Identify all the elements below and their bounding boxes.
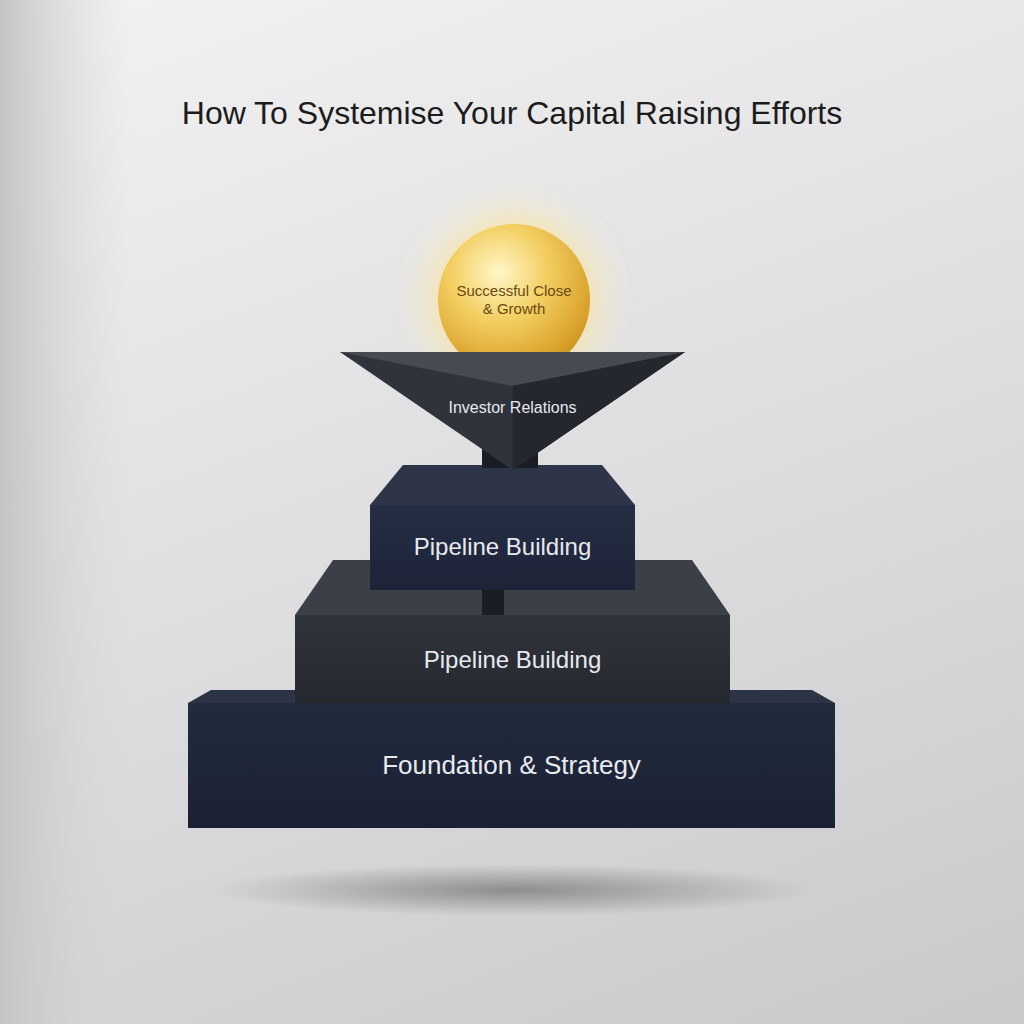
node-label: Pipeline Building [414, 533, 591, 562]
node-label: Investor Relations [448, 398, 576, 417]
inverted-pyramid: Investor Relations [340, 340, 685, 470]
floor-shadow [212, 864, 812, 916]
stage-block: Pipeline Building [370, 505, 635, 590]
pyramid-body [340, 352, 685, 470]
block-top-face [370, 465, 635, 505]
wall-shade [0, 0, 130, 1024]
diagram-title: How To Systemise Your Capital Raising Ef… [0, 95, 1024, 132]
stage-block: Pipeline Building [295, 615, 730, 705]
node-label: Successful Close & Growth [455, 282, 573, 318]
foundation-slab: Foundation & Strategy [188, 703, 835, 828]
node-label: Pipeline Building [424, 646, 601, 675]
node-label: Foundation & Strategy [382, 750, 641, 781]
